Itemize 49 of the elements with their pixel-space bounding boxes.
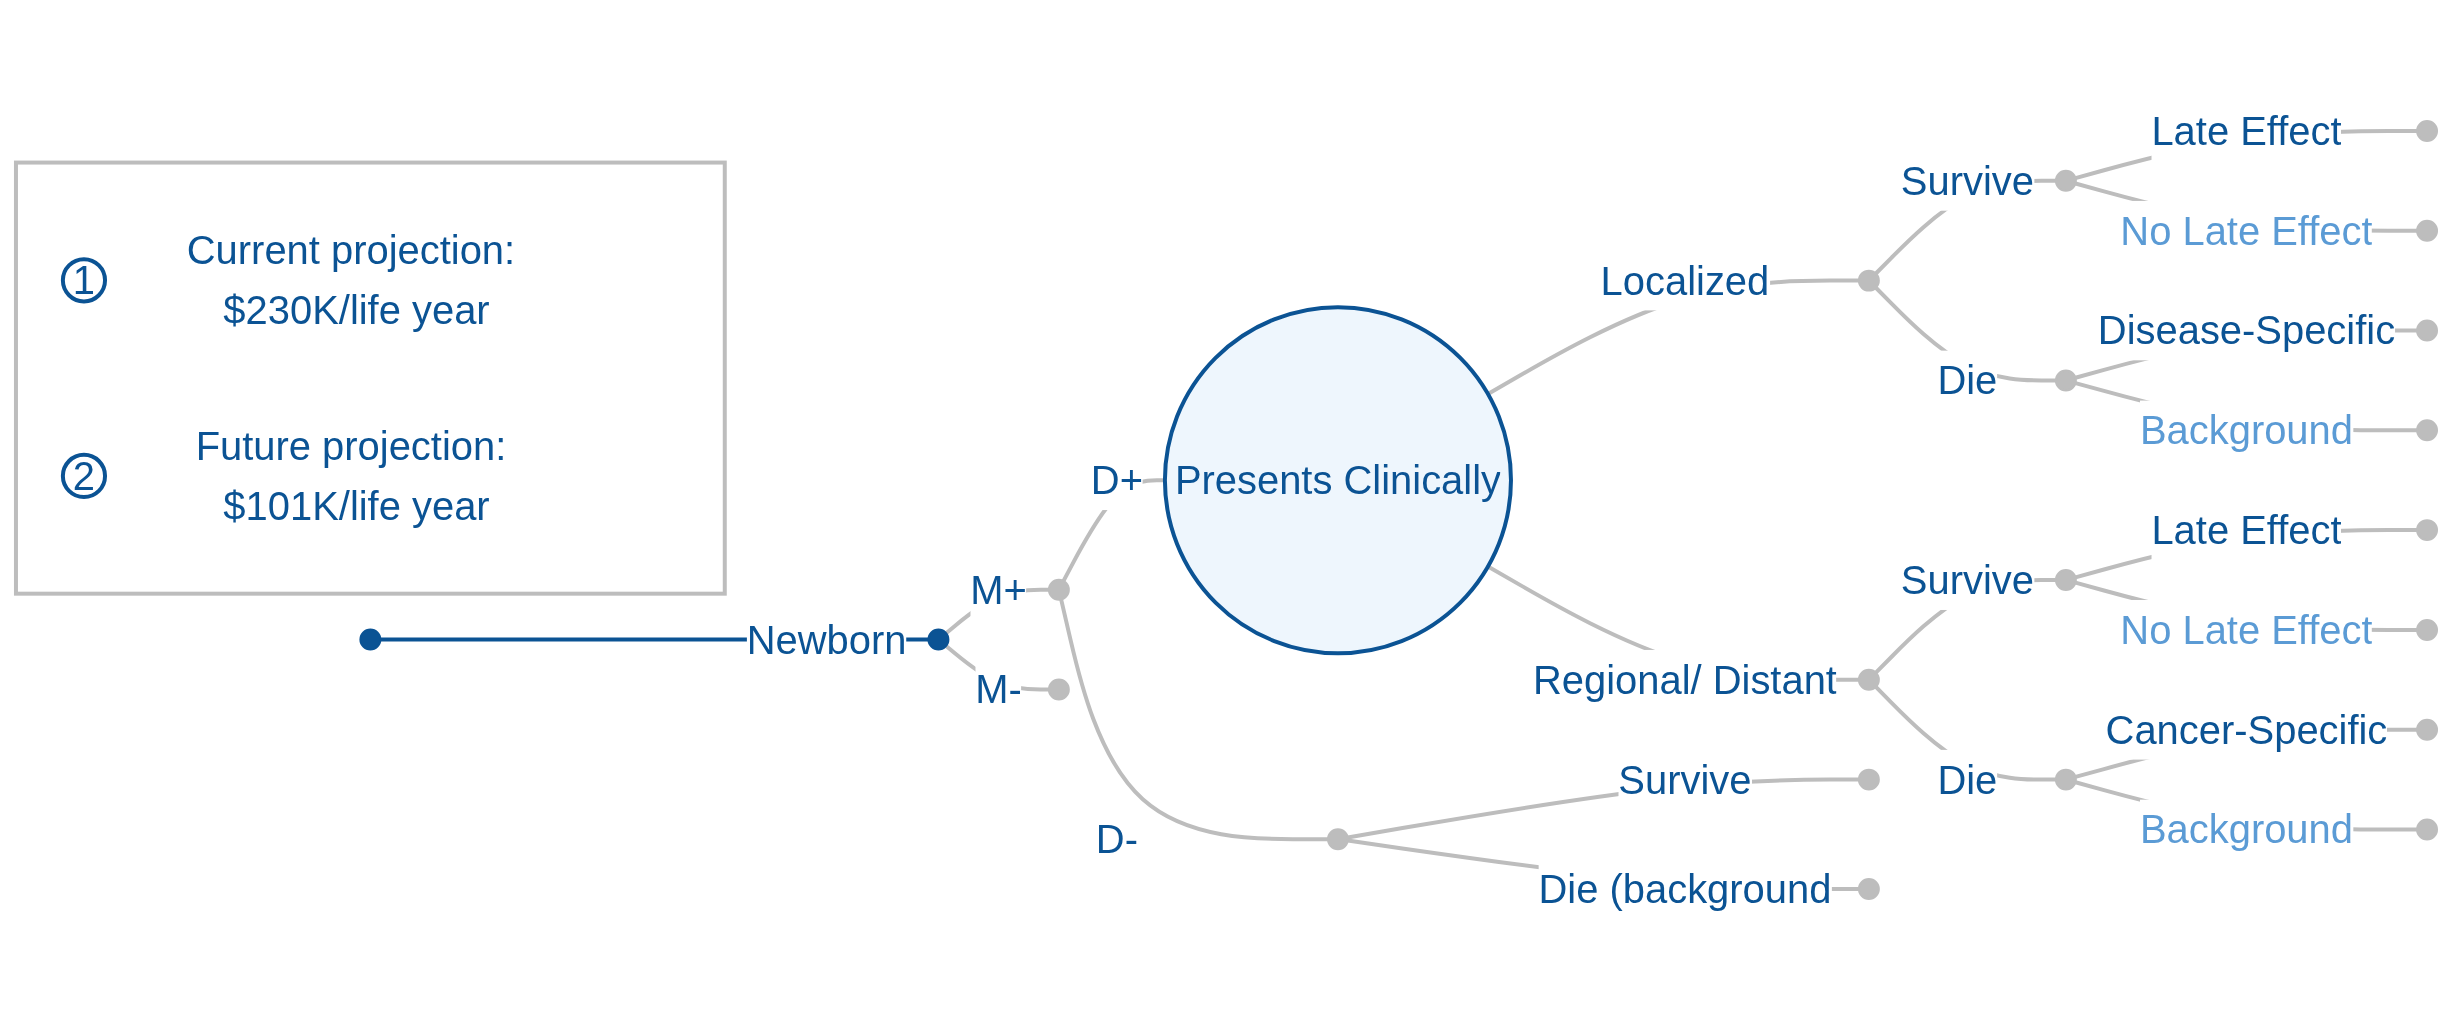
node-circle <box>2416 818 2439 841</box>
node-circle <box>927 628 950 651</box>
edge-label: D+ <box>1090 458 1143 503</box>
node-circle <box>2416 519 2439 542</box>
node-circle <box>1857 768 1880 791</box>
edge-label: Die <box>1937 757 1998 802</box>
node-circle <box>2054 169 2077 192</box>
edge-label: Cancer-Specific <box>2105 707 2388 752</box>
edge-label: Background <box>2139 807 2353 852</box>
edge-label: Survive <box>1900 558 2034 602</box>
node-circle <box>60 452 108 499</box>
edge-label: Late Effect <box>2151 508 2342 553</box>
node-circle <box>1857 878 1880 901</box>
edge-label: Background <box>2139 408 2353 453</box>
edge-label: No Late Effect <box>2120 607 2373 652</box>
node-circle <box>359 628 382 651</box>
edge-label: Disease-Specific <box>2097 308 2396 353</box>
edge-label: Survive <box>1618 757 1752 802</box>
node-circle <box>2416 419 2439 442</box>
edge-label: M- <box>975 667 1022 712</box>
node-circle <box>1857 668 1880 691</box>
node-circle <box>60 257 108 304</box>
node-circle <box>1047 678 1070 701</box>
edge-label: Survive <box>1900 158 2034 203</box>
connector <box>1059 598 1328 842</box>
node-circle <box>2416 219 2439 242</box>
edge-label: Die (background <box>1538 867 1832 912</box>
node-circle <box>2054 369 2077 392</box>
edge-label: D- <box>1095 817 1138 862</box>
node-circle <box>2416 618 2439 641</box>
node-circle <box>1857 269 1880 292</box>
node-circle <box>2054 569 2077 591</box>
node-circle <box>2416 718 2439 741</box>
cluster <box>13 160 727 596</box>
node-circle <box>2416 319 2439 342</box>
edge-label: Late Effect <box>2151 108 2342 153</box>
node-label: Current projection: $230K/life year <box>186 228 516 333</box>
edge-label: Localized <box>1600 258 1770 303</box>
node-circle <box>2054 768 2077 791</box>
edge-label: Die <box>1937 358 1998 403</box>
edge-label: No Late Effect <box>2120 208 2373 253</box>
edge-label: M+ <box>970 567 1027 612</box>
node-circle <box>1326 828 1349 851</box>
edge-label: Newborn <box>746 617 907 662</box>
node-circle <box>2416 119 2439 142</box>
edge-label: Regional/ Distant <box>1532 657 1837 702</box>
node-circle <box>1047 578 1070 601</box>
node-label: Future projection: $101K/life year <box>195 424 507 528</box>
node-circle <box>1162 305 1513 656</box>
